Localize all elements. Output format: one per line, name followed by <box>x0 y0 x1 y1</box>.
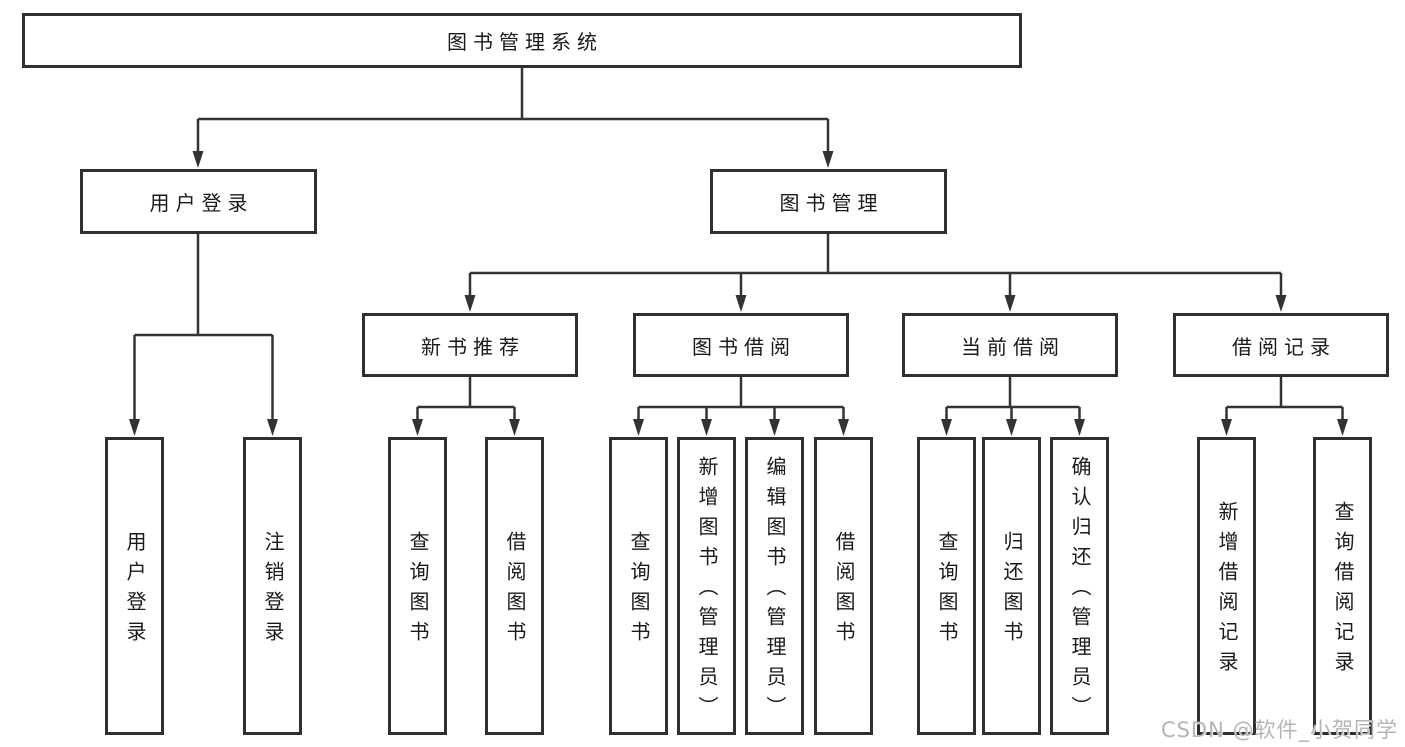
leaf-confirm-return-admin-label: 确认归还（管理员） <box>1068 456 1092 726</box>
node-library-system-root: 图书管理系统 <box>22 13 1022 68</box>
leaf-edit-books-admin: 编辑图书（管理员） <box>745 437 804 735</box>
wire-records-to-leaves <box>1225 377 1344 421</box>
leaf-query-borrow-record: 查询借阅记录 <box>1313 437 1372 735</box>
node-user-login: 用户登录 <box>80 169 317 234</box>
node-new-book-recommend-label: 新书推荐 <box>421 334 525 359</box>
node-book-borrowing-label: 图书借阅 <box>692 334 796 359</box>
node-user-login-label: 用户登录 <box>149 191 254 215</box>
leaf-logout-login-label: 注销登录 <box>261 531 285 651</box>
leaf-borrow-books-borrowing: 借阅图书 <box>814 437 873 735</box>
wire-borrowing-to-leaves <box>637 377 845 421</box>
leaf-return-books: 归还图书 <box>982 437 1041 735</box>
wire-bookmgmt-to-level3 <box>468 234 1283 297</box>
leaf-user-login: 用户登录 <box>105 437 164 735</box>
wire-userlogin-to-leaves <box>133 234 274 421</box>
leaf-edit-books-admin-label: 编辑图书（管理员） <box>763 456 787 726</box>
node-borrowing-records: 借阅记录 <box>1173 313 1389 377</box>
leaf-confirm-return-admin: 确认归还（管理员） <box>1050 437 1109 735</box>
leaf-borrow-books-recommend: 借阅图书 <box>485 437 544 735</box>
leaf-add-books-admin: 新增图书（管理员） <box>677 437 736 735</box>
leaf-add-books-admin-label: 新增图书（管理员） <box>695 456 719 726</box>
leaf-borrow-books-borrowing-label: 借阅图书 <box>832 531 856 651</box>
leaf-query-books-recommend-label: 查询图书 <box>406 531 430 651</box>
leaf-user-login-label: 用户登录 <box>123 531 147 651</box>
leaf-query-books-current-label: 查询图书 <box>935 531 959 651</box>
leaf-return-books-label: 归还图书 <box>1000 531 1024 651</box>
leaf-add-borrow-record-label: 新增借阅记录 <box>1215 501 1239 681</box>
node-book-management: 图书管理 <box>710 169 947 234</box>
leaf-add-borrow-record: 新增借阅记录 <box>1197 437 1256 735</box>
leaf-query-books-borrowing: 查询图书 <box>609 437 668 735</box>
wire-current-to-leaves <box>945 377 1081 421</box>
node-library-system-label: 图书管理系统 <box>447 30 603 54</box>
node-book-borrowing: 图书借阅 <box>633 313 849 377</box>
leaf-query-books-current: 查询图书 <box>917 437 976 735</box>
wire-newbook-to-leaves <box>416 377 516 421</box>
leaf-logout-login: 注销登录 <box>243 437 302 735</box>
node-book-management-label: 图书管理 <box>779 191 884 215</box>
leaf-query-borrow-record-label: 查询借阅记录 <box>1331 501 1355 681</box>
node-borrowing-records-label: 借阅记录 <box>1232 334 1336 359</box>
wire-root-to-level2 <box>196 68 830 153</box>
node-new-book-recommend: 新书推荐 <box>362 313 578 377</box>
csdn-watermark: CSDN @软件_小贺同学 <box>1160 718 1398 742</box>
node-current-borrowing: 当前借阅 <box>902 313 1118 377</box>
leaf-borrow-books-recommend-label: 借阅图书 <box>503 531 527 651</box>
leaf-query-books-borrowing-label: 查询图书 <box>627 531 651 651</box>
arrowheads <box>129 151 1348 436</box>
leaf-query-books-recommend: 查询图书 <box>388 437 447 735</box>
node-current-borrowing-label: 当前借阅 <box>961 334 1065 359</box>
